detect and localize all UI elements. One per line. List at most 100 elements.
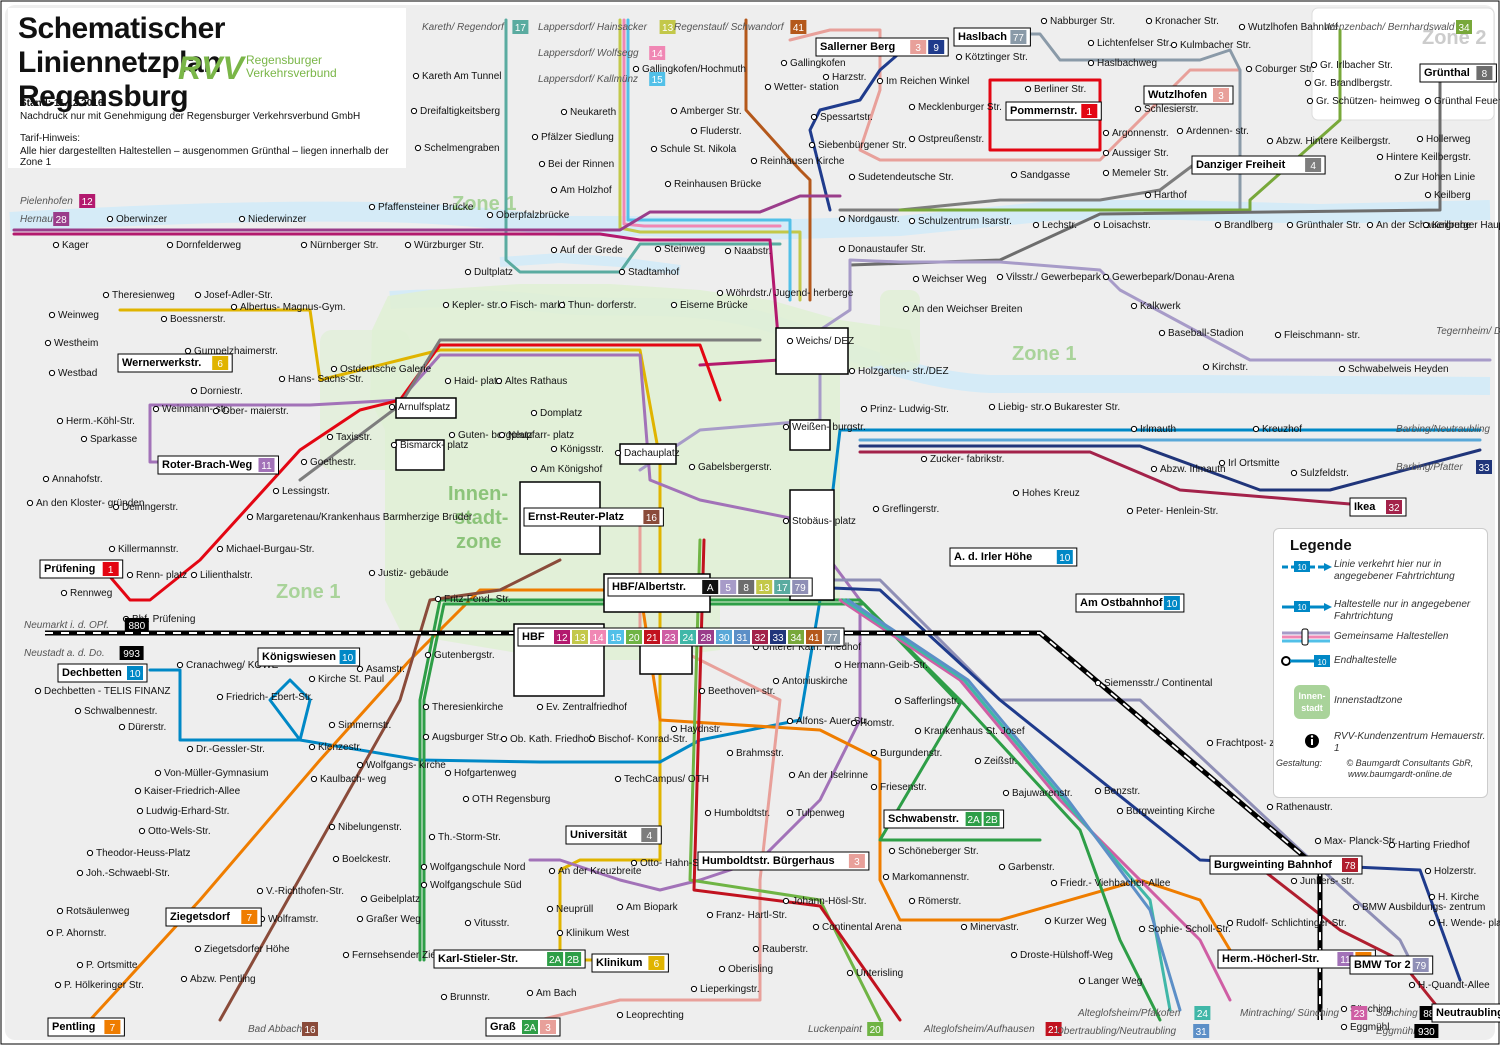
legend-sym-stop-direction: 10	[1282, 601, 1332, 612]
station-label: Nibelungenstr.	[338, 822, 402, 833]
station-label: Fleischmann- str.	[1284, 330, 1360, 341]
station-stop-marker	[690, 985, 698, 993]
station-label: Hohes Kreuz	[1022, 488, 1080, 499]
station-stop-marker	[422, 703, 430, 711]
station-label: Unterer Kath. Friedhof	[762, 642, 861, 653]
station-label: Gr. Irlbacher Str.	[1320, 60, 1393, 71]
line-number: 23	[664, 633, 676, 644]
station-stop-marker	[212, 407, 220, 415]
station-stop-marker	[960, 923, 968, 931]
line-number: A	[707, 583, 714, 594]
station-label: Siebenbürgener Str.	[818, 140, 907, 151]
station-stop-marker	[550, 186, 558, 194]
line-network	[12, 18, 1492, 1022]
station-stop-marker	[1424, 97, 1432, 105]
station-stop-marker	[1394, 173, 1402, 181]
station-stop-marker	[838, 215, 846, 223]
endpoint-badge: Herm.-Höcherl-Str.117	[1217, 949, 1376, 969]
station-stop-marker	[498, 431, 506, 439]
station-stop-marker	[670, 301, 678, 309]
station-label: P. Ortsmitte	[86, 960, 138, 971]
endpoint-name: Karl-Stieler-Str.	[438, 953, 518, 965]
endpoint-name: Königswiesen	[262, 651, 336, 663]
station-label: H. Kirche	[1438, 892, 1480, 903]
station-stop-marker	[894, 697, 902, 705]
station-label: Reinhausen Brücke	[674, 179, 762, 190]
station-label: Deiningerstr.	[122, 502, 178, 513]
station-label: Ostpreußenstr.	[918, 134, 984, 145]
line-number: 33	[772, 633, 784, 644]
line-number-badge	[1337, 952, 1354, 966]
station-label: Von-Müller-Gymnasium	[164, 768, 268, 779]
endpoint-name: Klinikum	[596, 957, 643, 969]
station-label: Killermannstr.	[118, 544, 179, 555]
line-number: 4	[647, 831, 653, 842]
station-stop-marker	[112, 503, 120, 511]
legend-item-innenstadt: Innenstadtzone	[1334, 695, 1403, 706]
line-number: 6	[217, 359, 223, 370]
line-number: 78	[1344, 861, 1356, 872]
endpoint-name: Barbing/Neutraubling	[1396, 424, 1490, 435]
legend-line-label-2: 10	[1298, 603, 1307, 612]
legend: Legende 10 10 10 Innen-	[1273, 528, 1488, 798]
station-stop-marker	[670, 107, 678, 115]
station-stop-marker	[1002, 789, 1010, 797]
station-stop-marker	[342, 951, 350, 959]
line-14-path	[622, 18, 782, 228]
station-label: Irl Ortsmitte	[1228, 458, 1280, 469]
station-label: Wöhrdstr./ Jugend- herberge	[726, 288, 854, 299]
station-label: Reinhausen Kirche	[760, 156, 845, 167]
endpoint-name: Barbing/Pfatter	[1396, 462, 1463, 473]
station-label: Dorniestr.	[200, 386, 243, 397]
line-4-west	[298, 338, 762, 482]
station-stop-marker	[1130, 425, 1138, 433]
station-label: Donaustaufer Str.	[848, 244, 926, 255]
station-label: An den Kloster- gründen	[36, 498, 144, 509]
station-label: Gr. Brandlbergstr.	[1314, 78, 1392, 89]
station-stop-marker	[670, 725, 678, 733]
line-number-badge	[258, 458, 275, 472]
line-number: 8	[1482, 69, 1488, 80]
line-number: 10	[1166, 599, 1178, 610]
station-label: Römerstr.	[918, 896, 961, 907]
line-number-badge	[1412, 958, 1429, 972]
line-number: 15	[610, 633, 622, 644]
station-stop-marker	[56, 417, 64, 425]
station-stop-marker	[974, 757, 982, 765]
station-stop-marker	[152, 405, 160, 413]
line-number: 15	[652, 75, 664, 86]
line-number: 41	[808, 633, 820, 644]
line-number-badge	[1414, 1024, 1439, 1038]
station-stop-marker	[1012, 489, 1020, 497]
station-stop-marker	[46, 929, 54, 937]
legend-sym-terminus: 10	[1281, 655, 1330, 667]
line-number: 24	[1197, 1009, 1209, 1020]
station-stop-marker	[558, 301, 566, 309]
station-stop-marker	[1150, 465, 1158, 473]
station-label: Safferlingstr.	[904, 696, 959, 707]
station-label: Ostdeutsche Galerie	[340, 364, 432, 375]
endpoint-name: Herm.-Höcherl-Str.	[1222, 953, 1319, 965]
station-stop-marker	[422, 733, 430, 741]
line-number: 2A	[967, 815, 980, 826]
station-label: Siemensstr./ Continental	[1104, 678, 1212, 689]
endpoint-name: Prüfening	[44, 563, 95, 575]
innenstadt-label-2: stadt-	[454, 507, 508, 529]
station-stop-marker	[356, 761, 364, 769]
station-label: Friedrich- Ebert-Str.	[226, 692, 313, 703]
station-label: Thun- dorferstr.	[568, 300, 636, 311]
station-stop-marker	[988, 403, 996, 411]
line-number-badge	[127, 666, 143, 680]
line-79-path	[788, 578, 1412, 962]
station-stop-marker	[560, 108, 568, 116]
station-label: Kulmbacher Str.	[1180, 40, 1251, 51]
line-78-path	[1248, 858, 1442, 1012]
line-number-badge	[680, 630, 696, 644]
station-label: Ziegetsdorfer Höhe	[204, 944, 290, 955]
